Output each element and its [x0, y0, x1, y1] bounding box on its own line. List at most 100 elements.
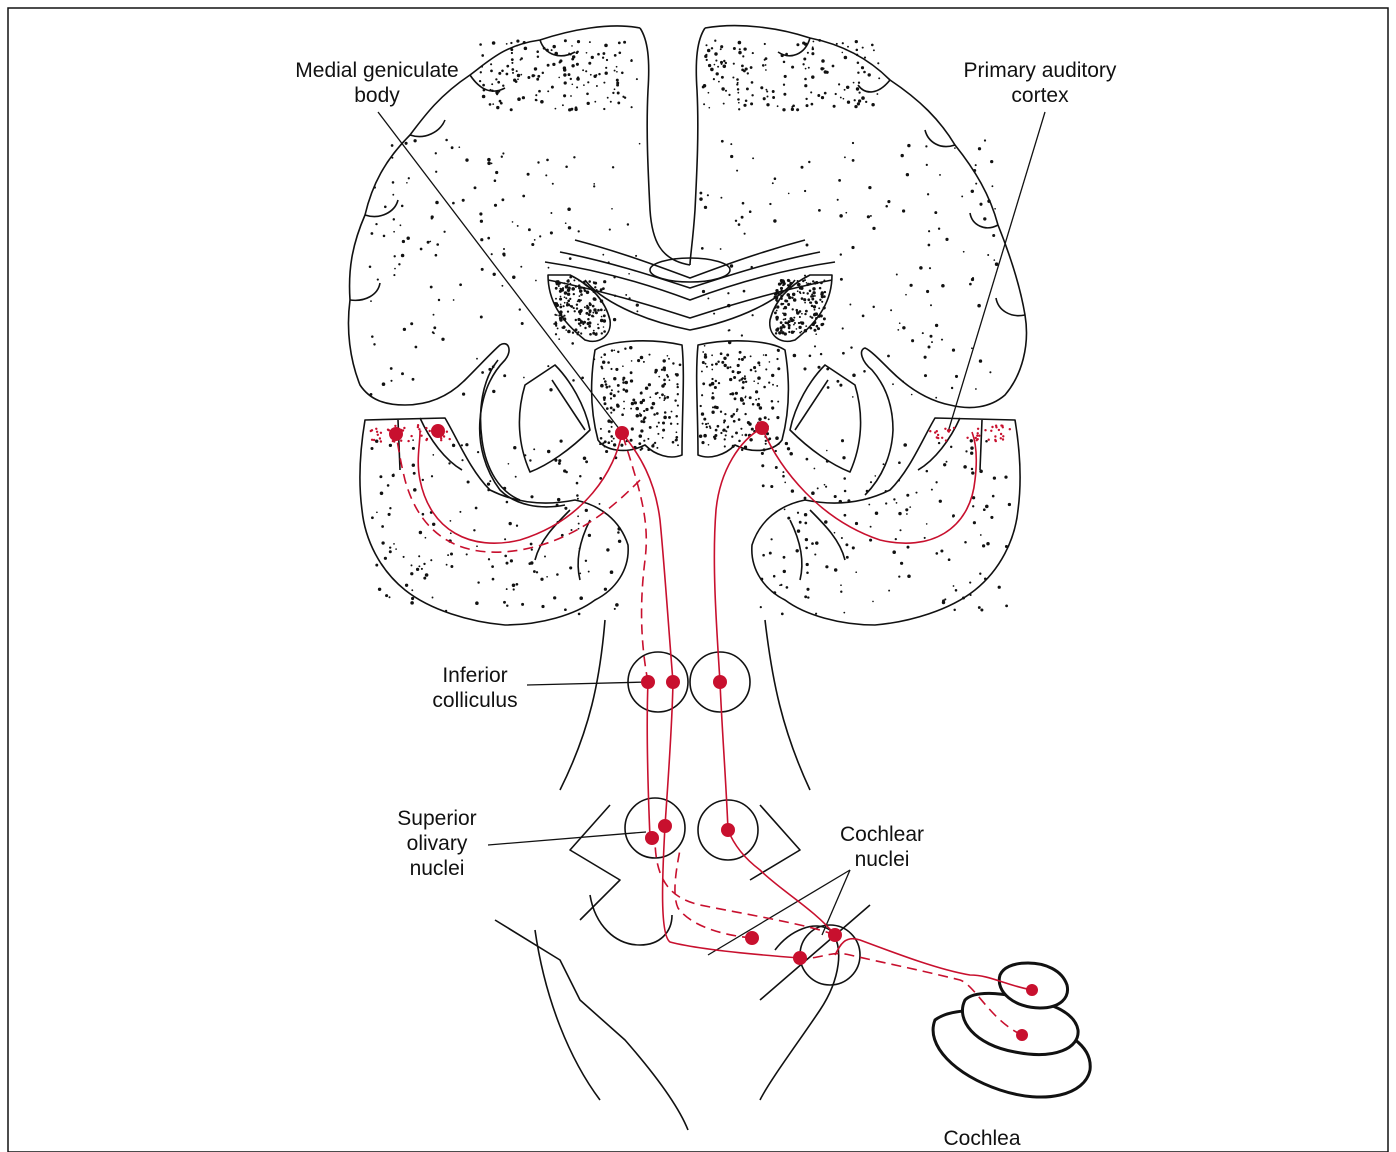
stipple-dot — [607, 361, 610, 364]
stipple-dot — [737, 371, 740, 374]
label-line-1: Inferior — [410, 663, 540, 688]
stipple-dot — [600, 299, 603, 302]
stipple-dot — [872, 601, 874, 603]
stipple-dot — [481, 371, 484, 374]
stipple-dot — [777, 367, 780, 370]
stipple-dot — [389, 546, 391, 548]
stipple-dot — [737, 88, 739, 90]
stipple-dot — [491, 253, 493, 255]
stipple-dot — [780, 321, 783, 324]
stipple-dot — [613, 438, 615, 440]
stipple-dot — [610, 397, 612, 399]
stipple-dot — [759, 406, 762, 409]
stipple-dot — [594, 286, 596, 288]
stipple-dot — [568, 226, 571, 229]
label-medial-geniculate-body: Medial geniculate body — [262, 58, 492, 108]
stipple-dot — [565, 329, 567, 331]
stipple-dot — [610, 435, 613, 438]
stipple-dot — [715, 380, 717, 382]
stipple-dot — [888, 590, 890, 592]
stipple-dot — [787, 447, 790, 450]
stipple-dot — [487, 162, 491, 166]
stipple-dot — [970, 446, 973, 449]
mgb-neuron-left — [615, 426, 629, 440]
cortex-stipple-dot — [994, 439, 996, 441]
stipple-dot — [839, 384, 842, 387]
stipple-dot — [838, 179, 841, 182]
stipple-dot — [669, 379, 671, 381]
stipple-dot — [782, 471, 784, 473]
stipple-dot — [578, 280, 580, 282]
stipple-dot — [423, 563, 425, 565]
stipple-dot — [516, 583, 519, 586]
stipple-dot — [494, 204, 497, 207]
stipple-dot — [741, 69, 744, 72]
stipple-dot — [855, 40, 858, 43]
stipple-dot — [705, 363, 707, 365]
stipple-dot — [443, 231, 445, 233]
stipple-dot — [819, 299, 821, 301]
stipple-dot — [677, 386, 679, 388]
stipple-dot — [708, 64, 711, 67]
stipple-dot — [928, 346, 931, 349]
stipple-dot — [381, 541, 384, 544]
stipple-dot — [738, 102, 740, 104]
stipple-dot — [476, 545, 478, 547]
stipple-dot — [506, 43, 508, 45]
stipple-dot — [601, 356, 603, 358]
label-line-3: nuclei — [382, 856, 492, 881]
stipple-dot — [823, 317, 826, 320]
stipple-dot — [924, 374, 927, 377]
stipple-dot — [506, 604, 508, 606]
stipple-dot — [623, 388, 626, 391]
stipple-dot — [741, 216, 744, 219]
stipple-dot — [528, 228, 531, 231]
stipple-dot — [639, 434, 643, 438]
stipple-dot — [410, 601, 414, 605]
stipple-dot — [530, 495, 533, 498]
stipple-dot — [564, 296, 566, 298]
stipple-dot — [618, 42, 621, 45]
stipple-dot — [610, 412, 612, 414]
cortex-stipple-dot — [429, 430, 431, 432]
stipple-dot — [814, 553, 816, 555]
stipple-dot — [817, 315, 820, 318]
stipple-dot — [663, 399, 665, 401]
stipple-dot — [797, 284, 799, 286]
stipple-dot — [1004, 475, 1007, 478]
stipple-dot — [612, 166, 614, 168]
stipple-dot — [777, 105, 779, 107]
stipple-dot — [839, 214, 843, 218]
stipple-dot — [861, 66, 864, 69]
stipple-dot — [973, 169, 976, 172]
stipple-dot — [487, 482, 490, 485]
stipple-dot — [840, 278, 843, 281]
label-line-1: Cochlear — [822, 822, 942, 847]
stipple-dot — [818, 307, 820, 309]
stipple-dot — [896, 502, 898, 504]
stipple-dot — [647, 448, 650, 451]
stipple-dot — [993, 259, 995, 261]
stipple-dot — [783, 319, 785, 321]
stipple-dot — [413, 472, 416, 475]
stipple-dot — [609, 229, 611, 231]
stipple-dot — [701, 441, 704, 444]
stipple-dot — [553, 596, 556, 599]
stipple-dot — [764, 416, 767, 419]
stipple-dot — [376, 511, 378, 513]
stipple-dot — [779, 584, 781, 586]
stipple-dot — [788, 327, 791, 330]
stipple-dot — [775, 436, 779, 440]
stipple-dot — [625, 381, 628, 384]
stipple-dot — [617, 531, 620, 534]
stipple-dot — [604, 380, 607, 383]
stipple-dot — [540, 578, 543, 581]
ic-neuron-left-1 — [641, 675, 655, 689]
stipple-dot — [655, 392, 658, 395]
stipple-dot — [591, 56, 594, 59]
stipple-dot — [555, 287, 558, 290]
stipple-dot — [498, 72, 501, 75]
stipple-dot — [459, 283, 462, 286]
stipple-dot — [416, 568, 419, 571]
stipple-dot — [732, 370, 735, 373]
